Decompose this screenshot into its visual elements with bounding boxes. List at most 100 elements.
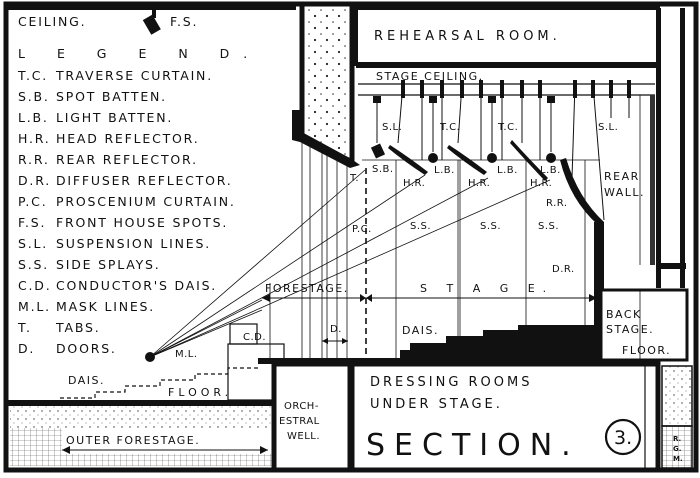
lb-label: L.B. [540, 165, 561, 176]
section-number: 3. [614, 427, 632, 449]
proscenium-soffit [292, 110, 360, 168]
rehearsal-room-label: REHEARSAL ROOM. [374, 29, 561, 44]
tabs-label: T. [349, 173, 359, 184]
legend-text: LIGHT BATTEN. [56, 110, 173, 125]
orchestral-well-label: ORCH- [284, 401, 319, 412]
legend-code: M.L. [18, 299, 51, 314]
dressing-rooms-label: UNDER STAGE. [370, 397, 503, 412]
mask-lines [149, 169, 551, 358]
outer-forestage-label: OUTER FORESTAGE. [66, 434, 200, 447]
legend-code: D.R. [18, 173, 51, 188]
hr-label: H.R. [468, 178, 490, 189]
forestage-label: FORESTAGE. [265, 282, 349, 295]
legend-code: S.B. [18, 89, 50, 104]
light-batten-icon [487, 153, 497, 163]
lb-label: L.B. [434, 165, 455, 176]
light-batten-icon [428, 153, 438, 163]
dais-label: DAIS. [68, 374, 105, 387]
legend-code: S.L. [18, 236, 48, 251]
pc-label: P.C. [352, 224, 372, 235]
dr-label: D.R. [552, 264, 575, 275]
ss-label: S.S. [538, 221, 559, 232]
legend-text: DOORS. [56, 341, 117, 356]
stage-floor [258, 358, 603, 364]
orchestral-well [271, 361, 353, 473]
legend-text: HEAD REFLECTOR. [56, 131, 200, 146]
back-stage-label: FLOOR. [622, 344, 671, 357]
legend-code: T.C. [17, 68, 48, 83]
stage-ceiling-label: STAGE CEILING. [376, 70, 484, 83]
dressing-rooms-label: DRESSING ROOMS [370, 375, 533, 390]
legend-code: C.D. [18, 278, 52, 293]
cd-label: C.D. [243, 332, 266, 343]
spot-source-icon [145, 352, 155, 362]
rear-wall-label: WALL. [604, 186, 645, 199]
front-house-spot-icon [142, 10, 161, 35]
rehearsal-floor [356, 62, 660, 68]
legend-code: R.R. [18, 152, 50, 167]
legend-text: TRAVERSE CURTAIN. [55, 68, 213, 83]
proscenium-wall [299, 1, 355, 163]
right-wall-outer [680, 8, 685, 288]
ceiling-label: CEILING. [18, 14, 86, 29]
ss-label: S.S. [480, 221, 501, 232]
legend-text: SUSPENSION LINES. [56, 236, 211, 251]
initial-m: M. [673, 455, 683, 463]
section-title: SECTION. [366, 428, 580, 463]
legend-heading: L E G E N D. [18, 46, 261, 61]
front-spot-label: F.S. [170, 14, 198, 29]
auditorium-ceiling [6, 4, 296, 10]
right-wall-inner [656, 8, 661, 288]
initial-g: G. [673, 445, 681, 453]
legend-code: F.S. [18, 215, 46, 230]
head-reflector-icon [510, 140, 548, 181]
orchestral-well-label: ESTRAL [279, 416, 320, 427]
initial-r: R. [673, 435, 681, 443]
sb-label: S.B. [372, 164, 394, 175]
legend-code: D. [18, 341, 35, 356]
legend-text: SPOT BATTEN. [56, 89, 167, 104]
stage-dais-steps [400, 325, 600, 358]
legend-text: DIFFUSER REFLECTOR. [56, 173, 233, 188]
sl-label: S.L. [598, 122, 618, 133]
hr-label: H.R. [530, 178, 552, 189]
light-batten-icon [546, 153, 556, 163]
ceiling-hangers [373, 80, 631, 103]
rr-label: R.R. [546, 198, 568, 209]
legend-code: P.C. [18, 194, 47, 209]
dressing-rooms [349, 361, 661, 473]
legend-list: T.C. TRAVERSE CURTAIN. S.B. SPOT BATTEN. L… [17, 68, 236, 356]
ml-label: M.L. [175, 349, 198, 360]
legend-text: REAR REFLECTOR. [56, 152, 198, 167]
tc-label: T.C. [439, 122, 460, 133]
floor-stipple [10, 406, 274, 428]
legend-code: H.R. [18, 131, 51, 146]
back-stage-floor [599, 288, 689, 362]
legend-text: CONDUCTOR'S DAIS. [56, 278, 217, 293]
doors-label: D. [330, 324, 342, 335]
diffuser-wall [594, 222, 604, 362]
legend-code: L.B. [18, 110, 49, 125]
ss-label: S.S. [410, 221, 431, 232]
rear-stage-wall [650, 95, 655, 265]
rear-reflector-icon [560, 158, 604, 225]
legend-text: TABS. [55, 320, 100, 335]
tc-label: T.C. [497, 122, 518, 133]
auditorium-floor [6, 400, 276, 406]
back-stage-label: BACK [606, 308, 642, 321]
legend-text: FRONT HOUSE SPOTS. [56, 215, 228, 230]
legend-code: T. [17, 320, 32, 335]
legend-code: S.S. [18, 257, 49, 272]
hr-label: H.R. [403, 178, 425, 189]
stage-dais-label: DAIS. [402, 324, 439, 337]
floor-label: FLOOR. [168, 386, 232, 399]
side-splay-lines [269, 95, 641, 360]
back-stage-label: STAGE. [606, 323, 654, 336]
spot-batten-icon [370, 143, 386, 159]
orchestral-well-label: WELL. [287, 431, 320, 442]
legend-text: MASK LINES. [56, 299, 155, 314]
dais-steps-dashed [60, 367, 258, 399]
suspension-lines [376, 83, 630, 221]
legend-text: PROSCENIUM CURTAIN. [56, 194, 236, 209]
